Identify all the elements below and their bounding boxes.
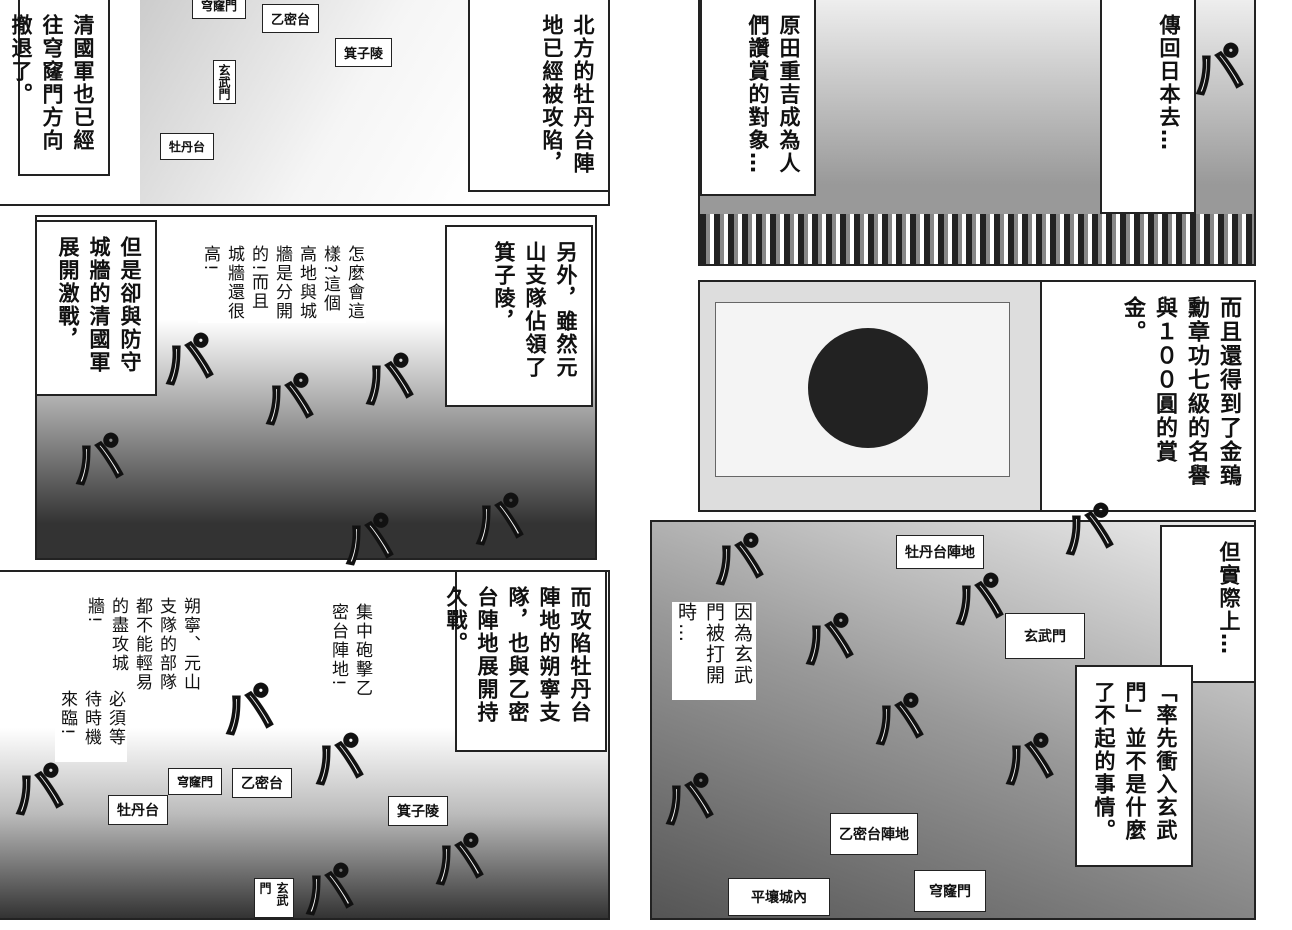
narration-box: 但實際上… bbox=[1160, 525, 1256, 683]
narration-box: 清國軍也已經往穹窿門方向撤退了。 bbox=[9, 0, 110, 176]
narration-box: 「率先衝入玄武門」並不是什麼了不起的事情。 bbox=[1075, 665, 1193, 867]
map-label: 穹窿門 bbox=[914, 870, 986, 912]
narration-box: 傳回日本去… bbox=[1100, 0, 1196, 214]
narration-box: 北方的牡丹台陣地已經被攻陷， bbox=[468, 0, 610, 192]
map-label: 穹窿門 bbox=[168, 768, 223, 795]
map-label: 玄武門 bbox=[254, 878, 294, 918]
speech-bubble: 因為玄武門被打開時… bbox=[672, 602, 756, 700]
cheering-crowd bbox=[700, 214, 1254, 264]
map-label: 乙密台 bbox=[232, 768, 292, 798]
narration-box: 而且還得到了金鵄勳章功七級的名譽與１００圓的賞金。 bbox=[1040, 280, 1256, 512]
map-label: 平壤城內 bbox=[728, 878, 830, 916]
flag-backdrop bbox=[715, 302, 1010, 477]
map-label: 玄武門 bbox=[213, 60, 236, 104]
speech-bubble: 集中砲擊乙密台陣地! bbox=[326, 603, 374, 701]
map-illustration bbox=[140, 0, 470, 204]
speech-bubble: 怎麼會這樣?這個高地與城牆是分開的!而且城牆還很高! bbox=[198, 245, 366, 323]
speech-bubble: 朔寧、元山支隊的部隊都不能輕易的盡攻城牆! bbox=[82, 597, 202, 693]
map-label: 箕子陵 bbox=[388, 796, 448, 826]
narration-box: 另外，雖然元山支隊佔領了箕子陵， bbox=[445, 225, 593, 407]
narration-box: 但是卻與防守城牆的清國軍展開激戰， bbox=[35, 220, 157, 396]
map-label: 牡丹台陣地 bbox=[896, 535, 984, 569]
map-label: 牡丹台 bbox=[108, 795, 168, 825]
rising-sun bbox=[808, 328, 928, 448]
map-label: 玄武門 bbox=[1005, 613, 1085, 659]
map-label: 乙密台陣地 bbox=[830, 813, 918, 855]
narration-box: 而攻陷牡丹台陣地的朔寧支隊，也與乙密台陣地展開持久戰。 bbox=[444, 570, 607, 752]
map-label: 乙密台 bbox=[262, 4, 320, 33]
narration-box: 原田重吉成為人們讚賞的對象… bbox=[700, 0, 816, 196]
map-label: 牡丹台 bbox=[160, 133, 215, 160]
speech-bubble: 必須等待時機來臨! bbox=[55, 690, 127, 762]
map-label: 箕子陵 bbox=[335, 38, 393, 67]
map-label: 穹窿門 bbox=[192, 0, 247, 19]
page-gutter bbox=[620, 0, 650, 918]
